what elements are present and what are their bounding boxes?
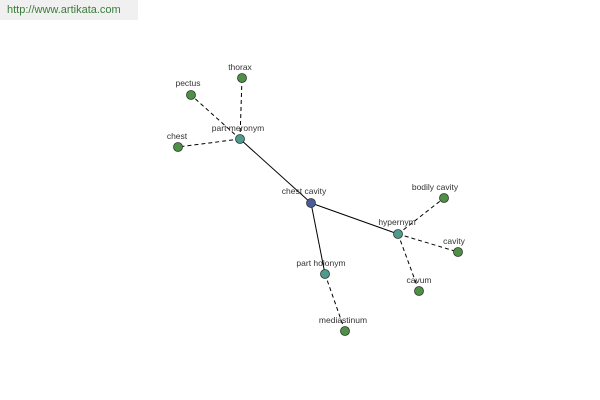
node-dot-pectus[interactable]: [186, 90, 196, 100]
edge-chest-cavity-to-part-meronym: [239, 138, 312, 204]
edge-hypernym-to-cavum: [397, 233, 420, 292]
node-label-pectus: pectus: [175, 78, 200, 88]
node-bodily-cavity[interactable]: bodily cavity: [412, 182, 459, 203]
site-url-link[interactable]: http://www.artikata.com: [7, 4, 121, 16]
node-cavum[interactable]: cavum: [406, 275, 432, 296]
node-label-chest-cavity: chest cavity: [282, 186, 327, 196]
edge-chest-cavity-to-hypernym: [310, 202, 399, 235]
edge-part-meronym-to-thorax: [239, 77, 243, 140]
node-dot-cavity[interactable]: [453, 247, 463, 257]
node-dot-cavum[interactable]: [414, 286, 424, 296]
node-chest[interactable]: chest: [167, 131, 188, 152]
node-label-mediastinum: mediastinum: [319, 315, 367, 325]
node-pectus[interactable]: pectus: [175, 78, 201, 100]
site-banner: http://www.artikata.com: [0, 0, 138, 20]
edge-hypernym-to-cavity: [397, 233, 459, 253]
edge-part-meronym-to-pectus: [190, 94, 241, 140]
edge-part-holonym-to-mediastinum: [324, 273, 346, 332]
edge-hypernym-to-bodily-cavity: [397, 197, 445, 235]
node-label-bodily-cavity: bodily cavity: [412, 182, 459, 192]
node-label-chest: chest: [167, 131, 188, 141]
node-label-part-holonym: part holonym: [296, 258, 345, 268]
node-cavity[interactable]: cavity: [443, 236, 466, 257]
edge-chest-cavity-to-part-holonym: [310, 202, 326, 275]
node-dot-thorax[interactable]: [237, 73, 247, 83]
node-dot-part-holonym[interactable]: [320, 269, 330, 279]
node-label-part-meronym: part meronym: [212, 123, 264, 133]
node-dot-part-meronym[interactable]: [235, 134, 245, 144]
node-label-cavum: cavum: [406, 275, 431, 285]
node-part-meronym[interactable]: part meronym: [212, 123, 264, 144]
node-chest-cavity[interactable]: chest cavity: [282, 186, 327, 208]
graph-nodes: chest cavity part meronym hypernym part hol…: [167, 62, 466, 336]
node-mediastinum[interactable]: mediastinum: [319, 315, 367, 336]
node-dot-chest-cavity[interactable]: [306, 198, 316, 208]
node-label-thorax: thorax: [228, 62, 252, 72]
node-part-holonym[interactable]: part holonym: [296, 258, 346, 279]
node-dot-bodily-cavity[interactable]: [439, 193, 449, 203]
edge-part-meronym-to-chest: [177, 138, 241, 148]
node-dot-chest[interactable]: [173, 142, 183, 152]
node-label-hypernym: hypernym: [378, 217, 415, 227]
graph-edges: [177, 77, 459, 332]
node-hypernym[interactable]: hypernym: [378, 217, 416, 239]
node-dot-hypernym[interactable]: [393, 229, 403, 239]
node-dot-mediastinum[interactable]: [340, 326, 350, 336]
node-thorax[interactable]: thorax: [228, 62, 253, 83]
node-label-cavity: cavity: [443, 236, 465, 246]
